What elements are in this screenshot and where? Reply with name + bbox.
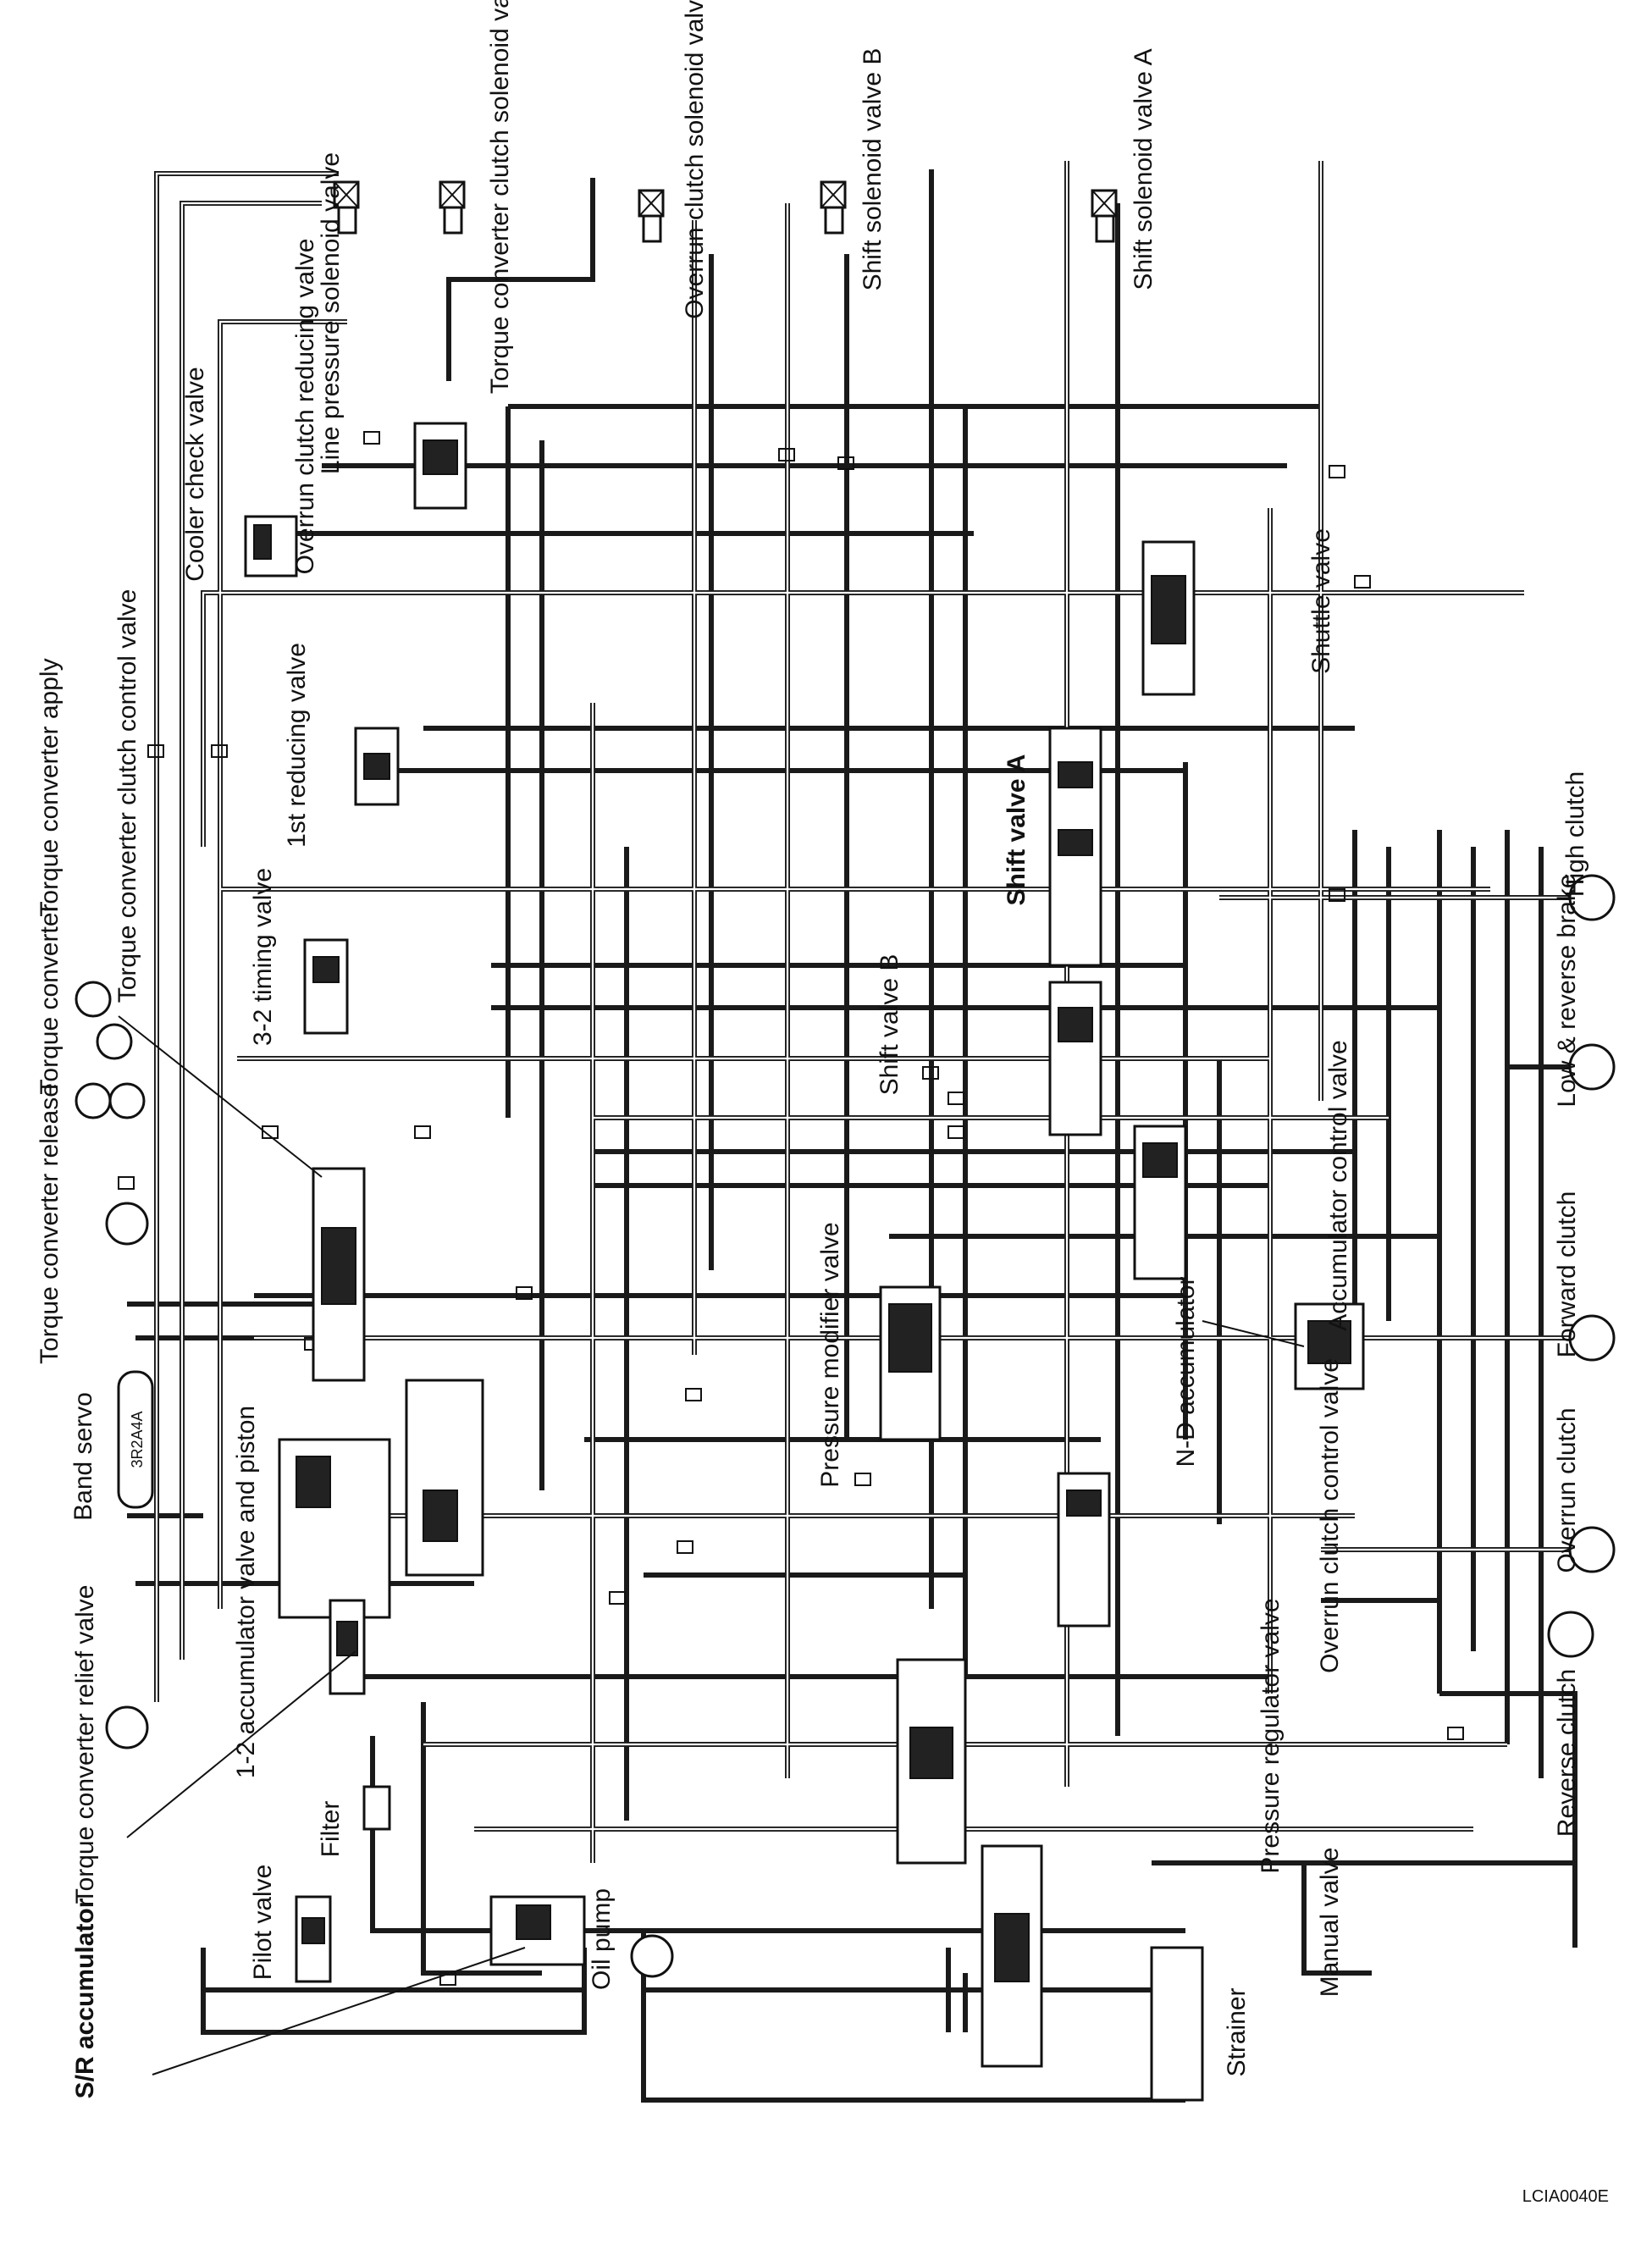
label-forward-clutch: Forward clutch	[1553, 1191, 1581, 1358]
label-oil-pump: Oil pump	[588, 1888, 616, 1990]
label-shift-valve-a: Shift valve A	[1003, 754, 1030, 906]
overrun-clutch-solenoid-valve-body	[638, 189, 665, 243]
shift-solenoid-valve-a-body	[1091, 189, 1118, 243]
tcc-solenoid-valve-body	[439, 180, 466, 235]
first-reducing-valve-body	[354, 727, 400, 806]
label-torque-converter-apply: Torque converter apply	[36, 658, 64, 916]
pressure-modifier-valve-body	[879, 1285, 942, 1441]
label-tcc-control-valve: Torque converter clutch control valve	[113, 589, 141, 1003]
label-shuttle-valve: Shuttle valve	[1307, 528, 1335, 674]
label-tcc-solenoid-valve: Torque converter clutch solenoid valve	[486, 0, 514, 394]
pressure-regulator-valve-body	[896, 1658, 967, 1865]
filter-body	[362, 1785, 391, 1831]
accumulator-control-valve-body	[1133, 1125, 1187, 1280]
label-line-pressure-solenoid-valve: Line pressure solenoid valve	[317, 152, 345, 474]
shift-valve-b-body	[1048, 981, 1102, 1136]
label-overrun-clutch-reducing-valve: Overrun clutch reducing valve	[291, 239, 319, 575]
label-tc-relief-valve: Torque converter relief valve	[71, 1585, 99, 1904]
reference-code: LCIA0040E	[1522, 2187, 1609, 2206]
one-two-accumulator-body	[278, 1379, 484, 1619]
ports	[75, 874, 1616, 1978]
label-accumulator-control-valve: Accumulator control valve	[1324, 1040, 1352, 1330]
label-band-servo: Band servo	[69, 1392, 97, 1521]
cooler-check-valve-body	[244, 515, 298, 578]
pilot-valve-body	[295, 1895, 332, 1983]
label-low-reverse-brake: Low & reverse brake	[1553, 874, 1581, 1107]
nd-accumulator-body	[1294, 1302, 1365, 1390]
overrun-clutch-control-valve-body	[1057, 1472, 1111, 1628]
label-shift-valve-b: Shift valve B	[876, 954, 903, 1096]
component-labels: Band servo 3R2A4A Torque converter relea…	[36, 0, 1609, 2206]
line-pressure-solenoid-valve-body	[333, 180, 360, 235]
sr-accumulator-body	[489, 1895, 586, 1966]
valve-bodies	[117, 180, 1365, 2102]
label-reverse-clutch: Reverse clutch	[1553, 1669, 1581, 1837]
label-manual-valve: Manual valve	[1316, 1848, 1344, 1998]
manual-valve-body	[981, 1844, 1043, 2068]
three-two-timing-valve-body	[303, 938, 349, 1035]
tc-relief-valve-body	[329, 1599, 366, 1695]
label-first-reducing-valve: 1st reducing valve	[283, 643, 311, 848]
label-shift-solenoid-valve-b: Shift solenoid valve B	[859, 48, 887, 291]
shuttle-valve-body	[1141, 540, 1196, 696]
label-filter: Filter	[317, 1801, 345, 1858]
label-three-two-timing-valve: 3-2 timing valve	[249, 868, 277, 1046]
label-pressure-modifier-valve: Pressure modifier valve	[816, 1222, 844, 1487]
band-servo-body	[117, 1370, 154, 1509]
leader-lines	[118, 1015, 1305, 2075]
label-overrun-clutch-control-valve: Overrun clutch control valve	[1316, 1358, 1344, 1673]
label-band-servo-ports: 3R2A4A	[129, 1411, 146, 1467]
shift-solenoid-valve-b-body	[820, 180, 847, 235]
label-strainer: Strainer	[1223, 1987, 1251, 2076]
label-torque-converter-release: Torque converter release	[36, 1083, 64, 1364]
label-torque-converter: Torque converter	[36, 904, 64, 1094]
label-shift-solenoid-valve-a: Shift solenoid valve A	[1130, 48, 1158, 290]
label-one-two-accumulator: 1-2 accumulator valve and piston	[232, 1406, 260, 1778]
label-nd-accumulator: N-D accumulator	[1172, 1276, 1200, 1467]
tcc-control-valve-body	[312, 1167, 366, 1382]
orifice-marks	[118, 431, 1464, 1986]
strainer-body	[1150, 1946, 1204, 2102]
label-cooler-check-valve: Cooler check valve	[181, 367, 209, 581]
label-pressure-regulator-valve: Pressure regulator valve	[1257, 1598, 1285, 1873]
overrun-clutch-reducing-valve-body	[413, 422, 467, 510]
label-pilot-valve: Pilot valve	[249, 1865, 277, 1981]
label-overrun-clutch-solenoid-valve: Overrun clutch solenoid valve	[681, 0, 709, 319]
label-high-clutch: High clutch	[1561, 771, 1589, 897]
shift-valve-a-body	[1048, 727, 1102, 967]
label-sr-accumulator: S/R accumulator	[71, 1898, 99, 2098]
label-overrun-clutch: Overrun clutch	[1553, 1407, 1581, 1572]
